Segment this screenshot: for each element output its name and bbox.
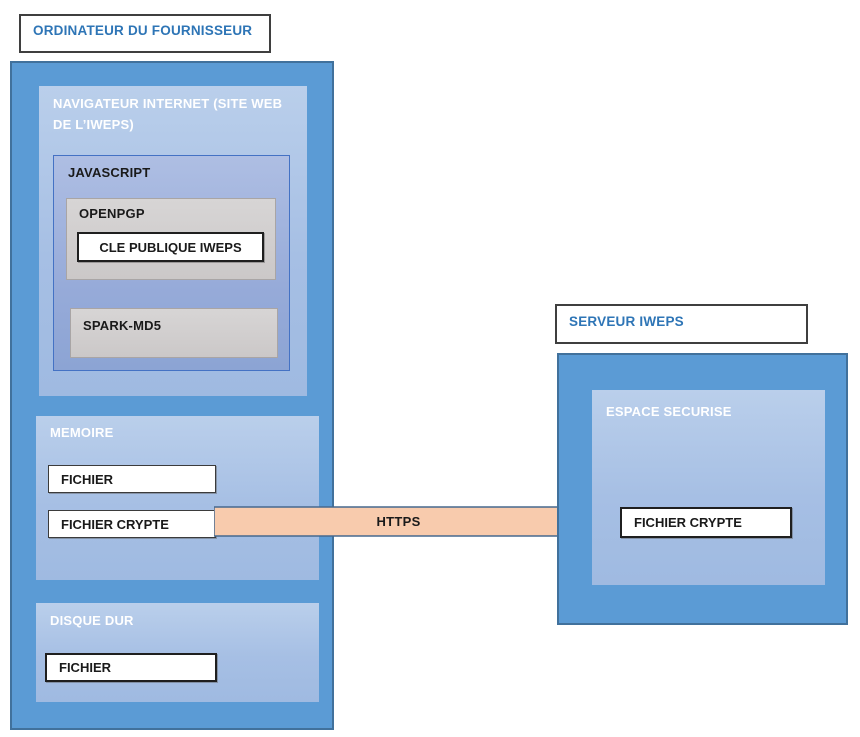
supplier-computer-box: NAVIGATEUR INTERNET (SITE WEB DE L’IWEPS… xyxy=(10,61,334,730)
disk-panel: DISQUE DUR FICHIER xyxy=(36,603,319,702)
openpgp-title: OPENPGP xyxy=(79,206,145,221)
secure-space-title: ESPACE SECURISE xyxy=(606,404,732,419)
server-box: ESPACE SECURISE FICHIER CRYPTE xyxy=(557,353,848,625)
memory-panel: MEMOIRE FICHIER FICHIER CRYPTE xyxy=(36,416,319,580)
file-box-memory: FICHIER xyxy=(48,465,216,493)
supplier-computer-label: ORDINATEUR DU FOURNISSEUR xyxy=(19,14,271,53)
server-label: SERVEUR IWEPS xyxy=(555,304,808,344)
memory-panel-title: MEMOIRE xyxy=(50,425,114,440)
encrypted-file-box-server: FICHIER CRYPTE xyxy=(620,507,792,538)
javascript-title: JAVASCRIPT xyxy=(68,165,151,180)
file-box-disk: FICHIER xyxy=(45,653,217,682)
encrypted-file-box-memory: FICHIER CRYPTE xyxy=(48,510,216,538)
javascript-box: JAVASCRIPT OPENPGP CLE PUBLIQUE IWEPS SP… xyxy=(53,155,290,371)
browser-panel: NAVIGATEUR INTERNET (SITE WEB DE L’IWEPS… xyxy=(39,86,307,396)
spark-md5-title: SPARK-MD5 xyxy=(83,318,162,333)
openpgp-box: OPENPGP CLE PUBLIQUE IWEPS xyxy=(66,198,276,280)
https-protocol-label: HTTPS xyxy=(376,514,421,529)
browser-panel-title: NAVIGATEUR INTERNET (SITE WEB DE L’IWEPS… xyxy=(53,96,283,132)
spark-md5-box: SPARK-MD5 xyxy=(70,308,278,358)
iweps-public-key-box: CLE PUBLIQUE IWEPS xyxy=(77,232,264,262)
disk-panel-title: DISQUE DUR xyxy=(50,613,134,628)
secure-space-panel: ESPACE SECURISE FICHIER CRYPTE xyxy=(592,390,825,585)
